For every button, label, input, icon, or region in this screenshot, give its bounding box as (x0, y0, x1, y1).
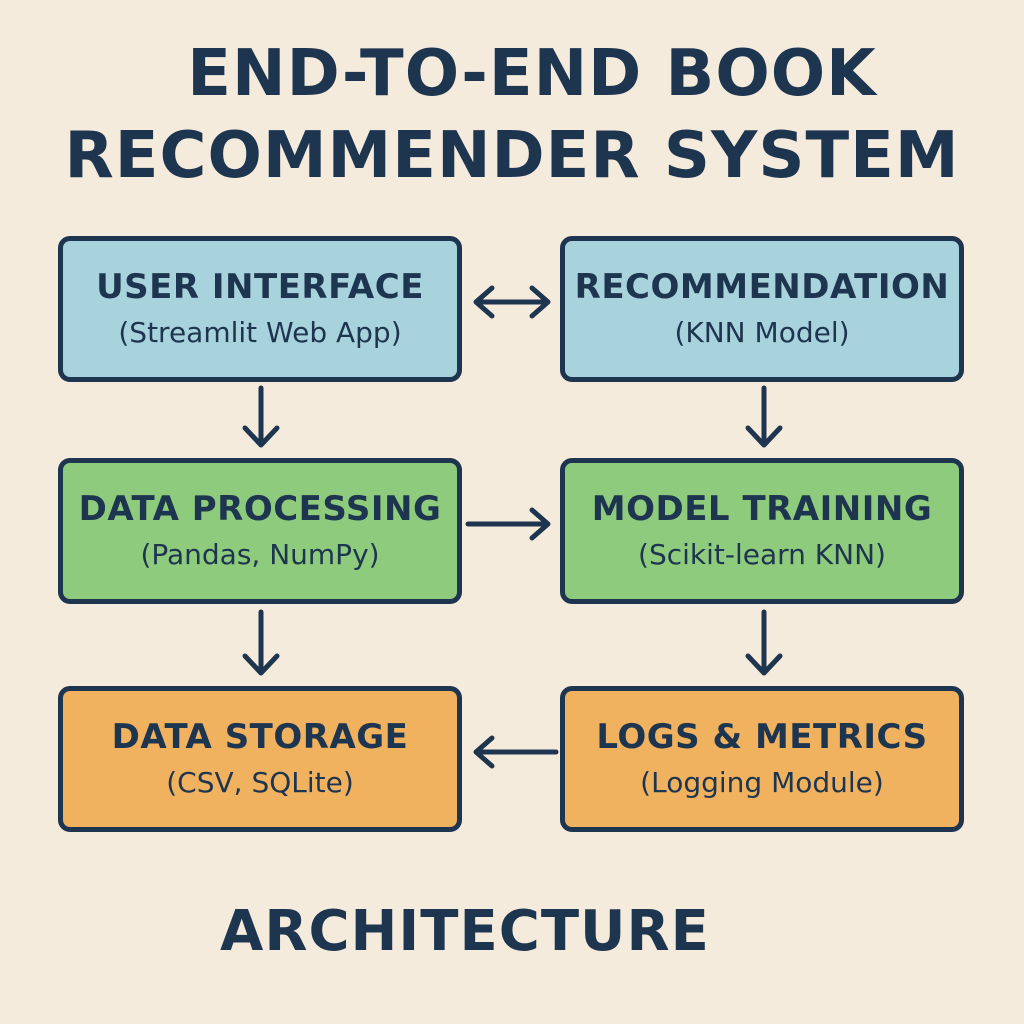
diagram-title-line-2: RECOMMENDER SYSTEM (64, 119, 960, 193)
data-processing-detail: (Pandas, NumPy) (140, 538, 380, 571)
recommendation-detail: (KNN Model) (674, 316, 850, 349)
data-storage-label: DATA STORAGE (111, 717, 409, 757)
recommendation-label: RECOMMENDATION (574, 267, 950, 307)
logs-to-storage-arrow (473, 735, 559, 769)
logs-metrics-label: LOGS & METRICS (596, 717, 928, 757)
user-interface-label: USER INTERFACE (96, 267, 424, 307)
logs-metrics-box: LOGS & METRICS (Logging Module) (560, 686, 964, 832)
data-storage-box: DATA STORAGE (CSV, SQLite) (58, 686, 462, 832)
data-storage-detail: (CSV, SQLite) (166, 766, 354, 799)
recommendation-box: RECOMMENDATION (KNN Model) (560, 236, 964, 382)
user-interface-box: USER INTERFACE (Streamlit Web App) (58, 236, 462, 382)
ui-recommendation-bidirectional-arrow (473, 285, 551, 319)
training-to-logs-arrow (745, 609, 783, 676)
data-processing-box: DATA PROCESSING (Pandas, NumPy) (58, 458, 462, 604)
data-processing-label: DATA PROCESSING (78, 489, 442, 529)
model-training-label: MODEL TRAINING (591, 489, 933, 529)
ui-to-processing-arrow (242, 385, 280, 448)
logs-metrics-detail: (Logging Module) (640, 766, 884, 799)
model-training-detail: (Scikit-learn KNN) (638, 538, 886, 571)
recommendation-to-training-arrow (745, 385, 783, 448)
processing-to-storage-arrow (242, 609, 280, 676)
processing-to-training-arrow (465, 507, 551, 541)
architecture-label: ARCHITECTURE (220, 899, 710, 964)
user-interface-detail: (Streamlit Web App) (118, 316, 402, 349)
model-training-box: MODEL TRAINING (Scikit-learn KNN) (560, 458, 964, 604)
diagram-title-line-1: END-TO-END BOOK (187, 37, 877, 111)
